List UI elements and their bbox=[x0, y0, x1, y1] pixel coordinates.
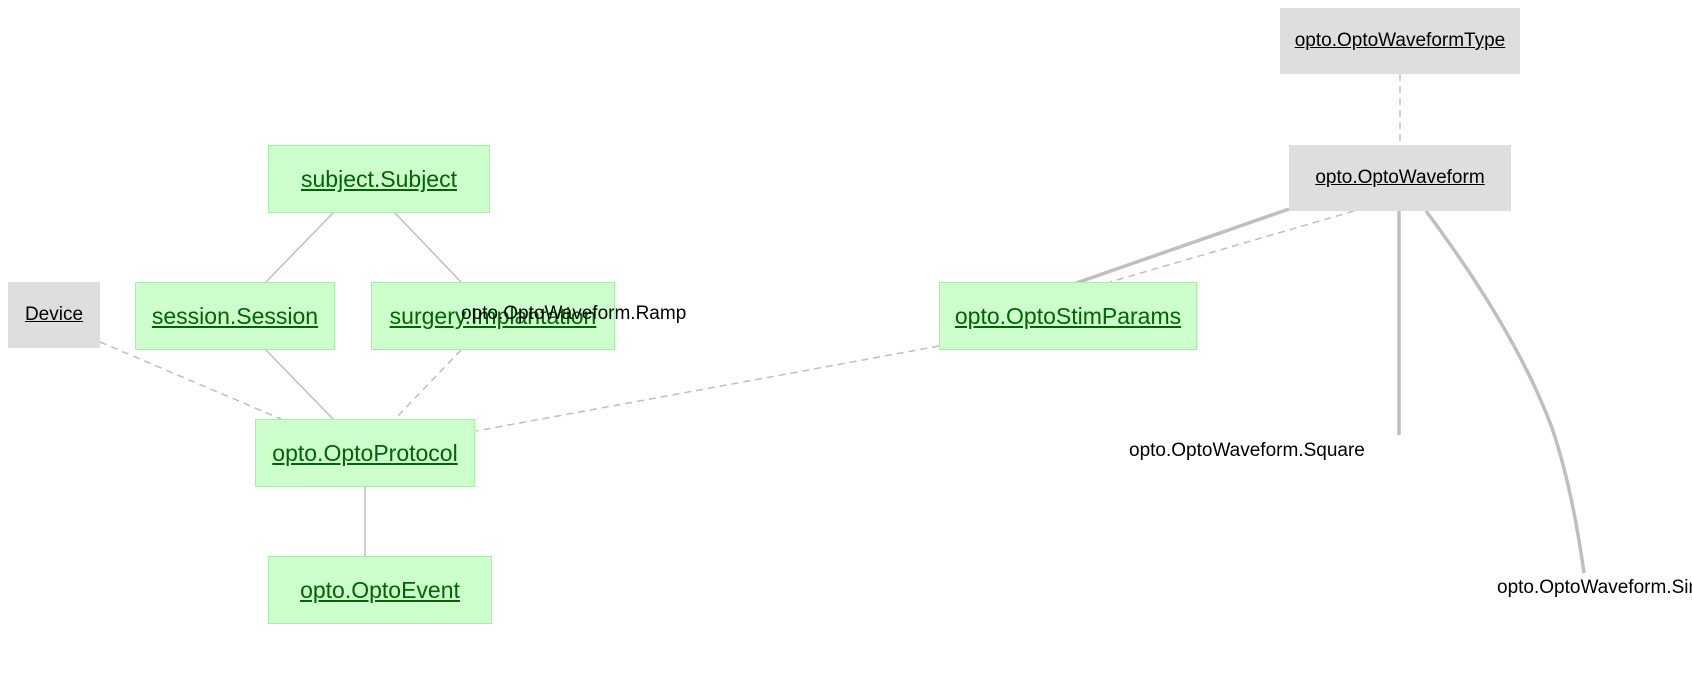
edge-subject-to-implantation bbox=[394, 212, 462, 283]
edge-device-to-protocol bbox=[99, 341, 282, 420]
edge-session-to-protocol bbox=[265, 349, 334, 420]
node-surgery-implantation[interactable]: surgery.Implantation bbox=[371, 282, 615, 350]
node-label: surgery.Implantation bbox=[389, 302, 597, 329]
node-opto-optostimparams[interactable]: opto.OptoStimParams bbox=[939, 282, 1197, 350]
node-label: opto.OptoWaveformType bbox=[1294, 30, 1506, 51]
node-subject-subject[interactable]: subject.Subject bbox=[268, 145, 490, 213]
part-label-square[interactable]: opto.OptoWaveform.Square bbox=[1129, 440, 1365, 461]
part-label-ramp[interactable]: opto.OptoWaveform.Ramp bbox=[461, 303, 687, 324]
edge-implantation-to-protocol bbox=[394, 349, 462, 420]
edge-waveform-to-stim_params bbox=[1109, 210, 1355, 283]
node-device[interactable]: Device bbox=[8, 282, 100, 348]
node-opto-optoevent[interactable]: opto.OptoEvent bbox=[268, 556, 492, 624]
edge-subject-to-session bbox=[265, 212, 334, 283]
node-label: session.Session bbox=[151, 302, 319, 329]
node-opto-optoprotocol[interactable]: opto.OptoProtocol bbox=[255, 419, 475, 487]
edge-waveform-to-sine bbox=[1424, 209, 1586, 574]
node-opto-optowaveformtype[interactable]: opto.OptoWaveformType bbox=[1280, 8, 1520, 74]
node-label: opto.OptoProtocol bbox=[272, 439, 458, 466]
node-session-session[interactable]: session.Session bbox=[135, 282, 335, 350]
edge-stim_params-to-protocol bbox=[475, 345, 940, 432]
node-label: opto.OptoWaveform bbox=[1315, 167, 1485, 188]
node-label: subject.Subject bbox=[301, 165, 457, 192]
node-opto-optowaveform[interactable]: opto.OptoWaveform bbox=[1289, 145, 1511, 211]
node-label: Device bbox=[24, 304, 84, 325]
node-label: opto.OptoEvent bbox=[300, 576, 460, 603]
node-label: opto.OptoStimParams bbox=[954, 302, 1182, 329]
part-label-sine[interactable]: opto.OptoWaveform.Sine bbox=[1497, 577, 1692, 598]
